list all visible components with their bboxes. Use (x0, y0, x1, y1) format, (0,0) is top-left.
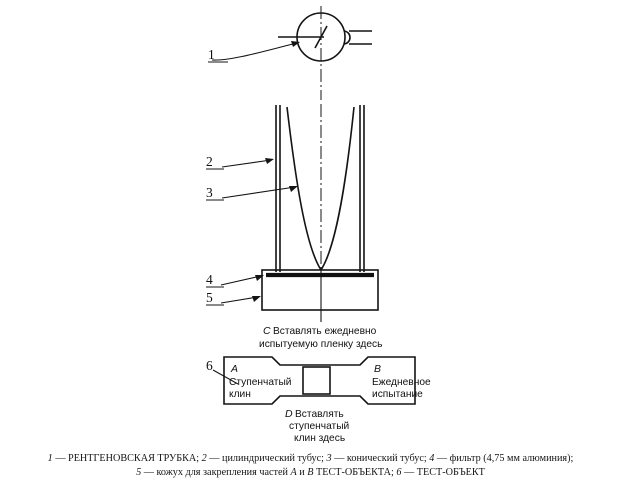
caption-line-1-part-4: 3 (326, 453, 332, 464)
note-c-letter: C (263, 325, 271, 337)
callout-label-1: 1 (208, 47, 215, 62)
caption-line-2-part-0: 5 (136, 467, 142, 478)
caption-line-1-part-1: — РЕНТГЕНОВСКАЯ ТРУБКА; (52, 453, 202, 464)
section-b-line-1: Ежедневное (372, 377, 431, 388)
caption-line-1-part-3: — цилиндрический тубус; (206, 453, 327, 464)
x-ray-tube (278, 12, 372, 62)
callout-leader-3 (206, 186, 298, 201)
callout-leader-6 (212, 369, 239, 385)
callout-label-2: 2 (206, 154, 213, 169)
caption-line-1-part-0: 1 (47, 453, 53, 464)
leader-arrow-5 (252, 296, 261, 302)
caption-line-2-part-5: ТЕСТ-ОБЪЕКТА; (313, 467, 397, 478)
anode-target-face (314, 25, 328, 49)
callout-label-5: 5 (206, 290, 213, 305)
figure-caption: 1 — РЕНТГЕНОВСКАЯ ТРУБКА; 2 — цилиндриче… (0, 452, 621, 480)
note-d-letter: D (285, 408, 293, 420)
leader-arrow-3 (289, 186, 298, 192)
section-a-line-2: клин (229, 389, 251, 400)
callout-label-4: 4 (206, 272, 213, 287)
caption-line-2-part-4: B (307, 467, 314, 478)
test-object-section-a: A Ступенчатый клин (229, 363, 291, 400)
leader-line-6 (212, 369, 239, 385)
caption-line-2-part-3: и (296, 467, 308, 478)
note-d: D Вставлять ступенчатый клин здесь (285, 408, 349, 444)
callout-leader-1 (208, 41, 300, 63)
section-a-line-1: Ступенчатый (229, 377, 291, 388)
caption-line-2-part-1: — кожух для закрепления частей (141, 467, 291, 478)
leader-line-5 (220, 296, 259, 304)
section-a-letter: A (230, 363, 238, 375)
test-object (223, 356, 416, 405)
test-object-section-b: B Ежедневное испытание (372, 363, 431, 400)
caption-line-1-part-5: — конический тубус; (331, 453, 430, 464)
leader-arrow-2 (265, 158, 274, 164)
leader-arrow-1 (291, 41, 300, 47)
cone-right-profile (320, 106, 355, 271)
caption-line-2-part-2: A (290, 467, 297, 478)
leader-line-4 (220, 275, 262, 286)
housing-box (261, 269, 379, 311)
callout-leader-4 (206, 275, 264, 288)
cathode-filament-loop (343, 30, 351, 45)
section-b-letter: B (374, 363, 381, 375)
cylindrical-tube (275, 105, 365, 272)
section-b-line-2: испытание (372, 389, 423, 400)
note-d-line-1: Вставлять (295, 409, 344, 420)
cone-left-profile (286, 106, 322, 271)
leader-line-2 (221, 159, 272, 168)
leader-line-3 (221, 186, 296, 199)
caption-line-2: 5 — кожух для закрепления частей A и B Т… (0, 466, 621, 480)
caption-line-1-part-6: 4 (429, 453, 435, 464)
callout-label-3: 3 (206, 185, 213, 200)
callout-leader-5 (206, 296, 261, 306)
note-d-line-3: клин здесь (294, 433, 345, 444)
leader-arrow-4 (255, 275, 264, 281)
conical-tube (286, 106, 355, 271)
callout-label-6: 6 (206, 358, 213, 373)
note-c-line-1: Вставлять ежедневно (273, 326, 377, 337)
note-c-line-2: испытуемую пленку здесь (259, 339, 382, 350)
caption-line-1-part-7: — фильтр (4,75 мм алюминия); (434, 453, 574, 464)
test-object-outline (223, 356, 416, 405)
test-object-aperture (302, 366, 331, 395)
caption-line-1: 1 — РЕНТГЕНОВСКАЯ ТРУБКА; 2 — цилиндриче… (0, 452, 621, 466)
caption-line-2-part-6: 6 (396, 467, 402, 478)
caption-line-1-part-2: 2 (201, 453, 207, 464)
leader-line-1 (211, 42, 298, 61)
caption-line-2-part-7: — ТЕСТ-ОБЪЕКТ (401, 467, 485, 478)
callout-leader-2 (206, 158, 274, 170)
note-c: C Вставлять ежедневно испытуемую пленку … (259, 325, 382, 350)
note-d-line-2: ступенчатый (289, 421, 349, 432)
